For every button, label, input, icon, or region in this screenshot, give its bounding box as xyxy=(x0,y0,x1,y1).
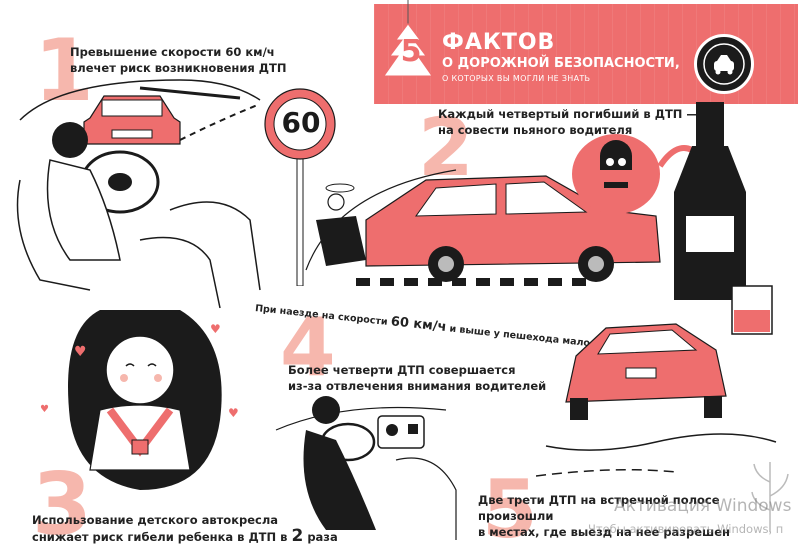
distracted-driver-illustration xyxy=(275,396,457,540)
fact-3-text: Использование детского автокресла снижае… xyxy=(32,513,338,546)
pedestrian-accident-illustration xyxy=(305,169,661,286)
speed-limit-sign-value: 60 xyxy=(281,106,321,139)
plant-sketch-icon xyxy=(751,462,789,532)
fact-2-text: Каждый четвертый погибший в ДТП — на сов… xyxy=(438,107,698,137)
fact-1-number: 1 xyxy=(34,21,94,121)
heart-icon: ♥ xyxy=(40,404,49,415)
banner-title: ФАКТОВ xyxy=(442,30,556,55)
banner-number: 5 xyxy=(400,34,422,69)
banner-subtitle-small: О КОТОРЫХ ВЫ МОГЛИ НЕ ЗНАТЬ xyxy=(442,74,591,83)
banner-subtitle: О ДОРОЖНОЙ БЕЗОПАСНОСТИ, xyxy=(442,56,680,71)
tree-air-freshener-icon xyxy=(383,0,433,77)
fact-1-text: Превышение скорости 60 км/ч влечет риск … xyxy=(70,45,287,75)
red-car-rear-illustration xyxy=(536,323,777,477)
fact-3-number: 3 xyxy=(32,455,92,555)
fact-3-highlight: 2 xyxy=(291,526,304,546)
fact-5-text: Две трети ДТП на встречной полосе произо… xyxy=(478,493,730,539)
windows-activation-watermark-hint: Чтобы активировать Windows, п xyxy=(588,522,784,536)
fact-2-number: 2 xyxy=(418,101,474,194)
speed-limit-sign xyxy=(264,88,336,286)
traffic-police-emblem-icon xyxy=(694,34,754,94)
fact-5-number: 5 xyxy=(482,463,538,556)
alcohol-bottle-illustration xyxy=(572,102,773,335)
fact-4-text: Более четверти ДТП совершается из-за отв… xyxy=(288,363,547,393)
heart-icon: ♥ xyxy=(210,322,221,336)
heart-icon: ♥ xyxy=(228,406,239,420)
fact-4-number: 4 xyxy=(280,301,336,394)
windows-activation-watermark: Активация Windows xyxy=(614,496,792,516)
child-car-seat-illustration xyxy=(68,310,222,490)
heart-icon: ♥ xyxy=(74,344,87,360)
car-interior-illustration xyxy=(16,79,261,309)
